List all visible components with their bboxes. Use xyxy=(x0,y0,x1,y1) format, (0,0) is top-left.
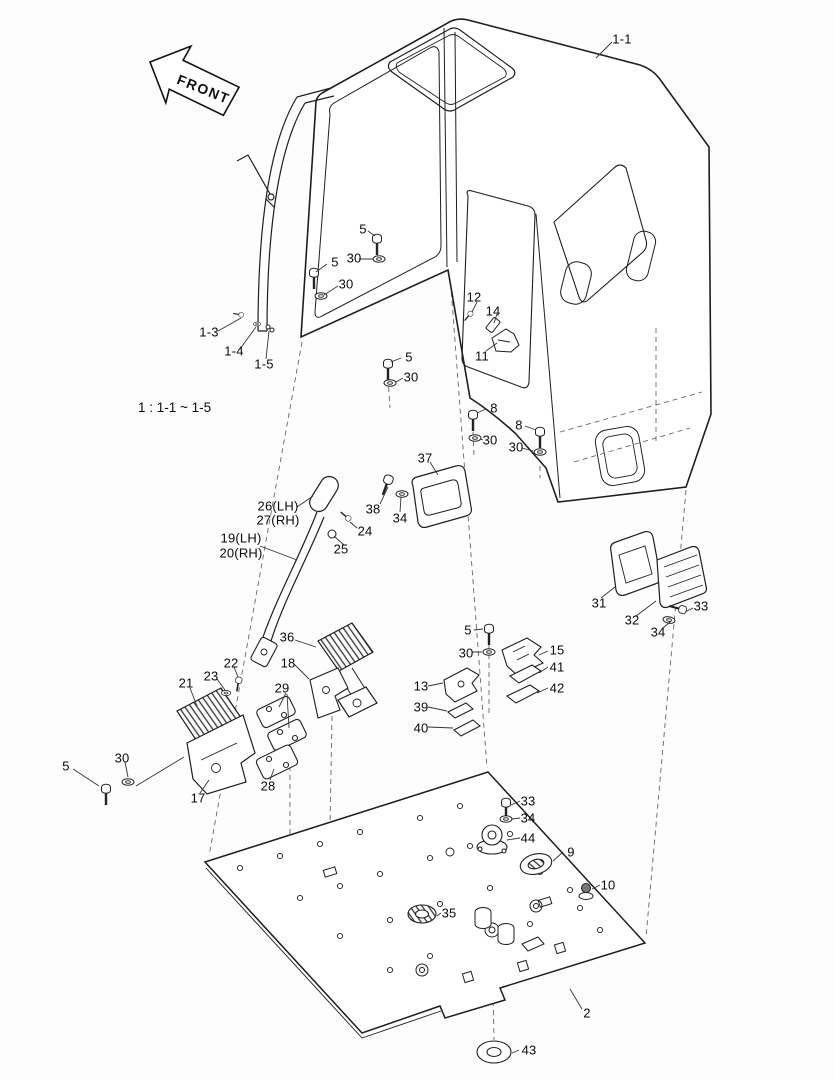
part-callout-23: 23 xyxy=(203,668,219,684)
part-callout-14: 14 xyxy=(485,303,501,319)
windshield-frame-drawing xyxy=(236,87,335,332)
part-callout-10: 10 xyxy=(600,877,616,893)
part-callout-5: 5 xyxy=(405,349,413,365)
part-callout-1-5: 1-5 xyxy=(254,356,274,372)
part-callout-30: 30 xyxy=(482,432,498,448)
plate-28 xyxy=(255,744,299,780)
part-callout-5: 5 xyxy=(62,758,70,774)
part-callout-33: 33 xyxy=(693,598,709,614)
part-callout-37: 37 xyxy=(417,450,433,466)
part-callout-8: 8 xyxy=(515,417,523,433)
part-callout-41: 41 xyxy=(549,659,565,675)
part-callout-30: 30 xyxy=(114,750,130,766)
part-callout-40: 40 xyxy=(413,720,429,736)
cover-37 xyxy=(411,464,473,529)
part-callout-30: 30 xyxy=(346,250,362,266)
plate-bosses xyxy=(474,907,545,952)
vent-grille-32 xyxy=(656,545,708,609)
cab-assembly-drawing xyxy=(300,18,712,503)
part-callout-29: 29 xyxy=(274,680,290,696)
floor-plate-drawing xyxy=(203,771,647,1039)
windshield-opening xyxy=(314,46,442,318)
door-lock-parts xyxy=(462,309,520,353)
plates-29 xyxy=(256,695,307,752)
part-callout-1-1: 1-1 xyxy=(612,31,632,47)
cap-43 xyxy=(476,1040,512,1064)
view-note: 1 : 1-1 ~ 1-5 xyxy=(138,400,212,415)
fasteners xyxy=(100,232,689,823)
mount-44 xyxy=(476,824,508,855)
bracket-17 xyxy=(186,714,256,795)
part-callout-5: 5 xyxy=(359,221,367,237)
part-callout-33: 33 xyxy=(520,793,536,809)
part-callout-21: 21 xyxy=(178,675,194,691)
part-callout-39: 39 xyxy=(413,699,429,715)
grommet-35 xyxy=(407,904,437,924)
part-callout-26lh: 26(LH) xyxy=(257,498,299,514)
part-callout-31: 31 xyxy=(591,595,607,611)
part-callout-43: 43 xyxy=(521,1042,537,1058)
part-callout-19lh: 19(LH) xyxy=(220,530,262,546)
control-lever-drawing xyxy=(250,475,339,668)
part-callout-30: 30 xyxy=(458,645,474,661)
part-callout-32: 32 xyxy=(624,612,640,628)
part-callout-18: 18 xyxy=(280,655,296,671)
part-callout-30: 30 xyxy=(508,439,524,455)
part-callout-9: 9 xyxy=(567,844,575,860)
part-callout-38: 38 xyxy=(365,501,381,517)
part-callout-44: 44 xyxy=(520,830,536,846)
front-direction-arrow: FRONT xyxy=(148,44,241,117)
part-callout-35: 35 xyxy=(441,905,457,921)
part-callout-20rh: 20(RH) xyxy=(219,545,263,561)
part-callout-15: 15 xyxy=(549,642,565,658)
part-callout-1-4: 1-4 xyxy=(224,343,244,359)
part-callout-5: 5 xyxy=(331,254,339,270)
part-callout-36: 36 xyxy=(279,629,295,645)
part-callout-17: 17 xyxy=(190,790,206,806)
leader-lines xyxy=(72,41,694,1054)
part-callout-22: 22 xyxy=(223,655,239,671)
rear-vent-opening xyxy=(594,426,646,486)
part-callout-30: 30 xyxy=(338,276,354,292)
part-callout-27rh: 27(RH) xyxy=(256,512,300,528)
wiper-arm xyxy=(236,154,275,208)
part-callout-1-3: 1-3 xyxy=(199,324,219,340)
bracket-18 xyxy=(309,667,349,719)
part-callout-30: 30 xyxy=(403,369,419,385)
part-callout-5: 5 xyxy=(464,622,472,638)
part-callout-11: 11 xyxy=(475,348,489,364)
part-callout-8: 8 xyxy=(490,400,498,416)
plug-10 xyxy=(578,883,594,900)
part-callout-12: 12 xyxy=(466,289,482,305)
part-callout-2: 2 xyxy=(583,1005,591,1021)
cover-31 xyxy=(609,530,662,597)
part-callout-34: 34 xyxy=(520,810,536,826)
part-callout-13: 13 xyxy=(413,678,429,694)
part-callout-28: 28 xyxy=(260,778,276,794)
part-callout-42: 42 xyxy=(549,680,565,696)
part-callout-25: 25 xyxy=(333,541,349,557)
bracket-13 xyxy=(443,667,480,703)
cover-9 xyxy=(519,853,553,875)
part-callout-34: 34 xyxy=(650,624,666,640)
door-window xyxy=(461,190,536,389)
part-callout-34: 34 xyxy=(392,510,408,526)
part-callout-24: 24 xyxy=(357,523,373,539)
small-plates-39-42 xyxy=(447,664,543,737)
